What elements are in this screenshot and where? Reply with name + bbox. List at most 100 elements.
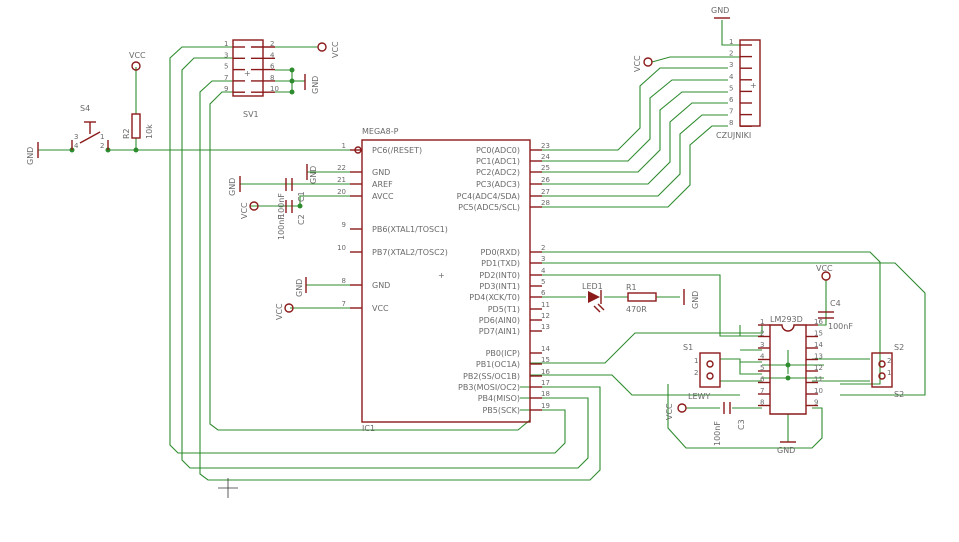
ic1-pin-label: PD5(T1)	[488, 305, 520, 314]
sv1-pin-number: 8	[270, 74, 274, 82]
ic1-pin-number: 19	[541, 402, 550, 410]
c2-name: C2	[297, 214, 306, 225]
s1-name: S1	[683, 343, 693, 352]
sv1-pin-number: 1	[224, 40, 228, 48]
led1: LED1	[582, 282, 605, 313]
svg-text:VCC: VCC	[633, 55, 642, 72]
c3-name: C3	[737, 419, 746, 430]
r2-name: R2	[122, 128, 131, 139]
czujniki-name: CZUJNIKI	[716, 131, 751, 140]
ic1-pin-label: PD6(AIN0)	[479, 316, 520, 325]
ic1-pin-label: PB5(SCK)	[482, 406, 520, 415]
ic1-body	[361, 139, 531, 423]
ic1-pin-number: 27	[541, 188, 550, 196]
ic1-pin-label: AVCC	[372, 192, 394, 201]
ic1-pin-label: PD1(TXD)	[481, 259, 520, 268]
czujniki-pin-number: 6	[729, 96, 734, 104]
ic1-pin-number: 5	[541, 278, 545, 286]
s1-body	[699, 352, 721, 388]
lm293d-pin-number: 3	[760, 341, 764, 349]
vcc-symbol	[821, 271, 831, 281]
svg-text:GND: GND	[26, 147, 35, 165]
vcc-symbol	[284, 303, 294, 313]
ic1-pin-number: 28	[541, 199, 550, 207]
svg-text:VCC: VCC	[816, 264, 833, 273]
vcc-symbol	[643, 57, 653, 67]
sv1-pin-number: 3	[224, 51, 228, 59]
sv1-pin-number: 10	[270, 85, 279, 93]
ic1-pin-number: 2	[541, 244, 545, 252]
ic1-origin: +	[438, 271, 445, 280]
c2: C2 100nF	[277, 200, 306, 240]
ic1-name: IC1	[362, 424, 375, 433]
lm293d-pin-number: 16	[814, 318, 823, 326]
r1: R1 470R	[626, 283, 657, 314]
vcc-symbol	[131, 61, 141, 71]
sv1-pin-number: 2	[270, 40, 274, 48]
wire-pd0	[530, 251, 881, 385]
svg-text:3: 3	[74, 133, 78, 141]
svg-text:2: 2	[100, 142, 104, 150]
ic1-pin-number: 25	[541, 164, 550, 172]
ic1-pin-number: 17	[541, 379, 550, 387]
c1-name: C1	[297, 191, 306, 202]
vcc-symbol	[249, 201, 259, 211]
ic1-pin-number: 14	[541, 345, 550, 353]
c3-value: 100nF	[713, 421, 722, 446]
wire-pb2	[530, 374, 740, 396]
svg-text:VCC: VCC	[129, 51, 146, 60]
svg-text:GND: GND	[711, 6, 729, 15]
ic1-pin-label: PB1(OC1A)	[476, 360, 520, 369]
r1-name: R1	[626, 283, 637, 292]
svg-text:GND: GND	[309, 166, 318, 184]
lm293d-pin-number: 13	[814, 353, 823, 361]
svg-text:4: 4	[74, 142, 79, 150]
sv1-pin-number: 9	[224, 85, 228, 93]
ic1-pin-number: 15	[541, 356, 550, 364]
wire-sv1-pin1	[169, 46, 566, 454]
power-symbols: VCC VCC GND GND GND GND VCC GND VCC GND …	[26, 6, 833, 455]
wire-sv1-pin3	[181, 57, 589, 469]
wire-sv1-pin7	[199, 80, 601, 481]
wire-pb1	[530, 325, 763, 364]
sv1-name: SV1	[243, 110, 259, 119]
lm293d-pin-number: 11	[814, 376, 823, 384]
ic1-pin-label: PC6(/RESET)	[372, 146, 422, 155]
wires	[38, 20, 926, 481]
ic1-pin-label: PB4(MISO)	[478, 394, 520, 403]
ic1-pin-number: 4	[541, 267, 546, 275]
lm293d-body	[769, 324, 807, 415]
wire-czujniki-gnd	[721, 20, 740, 46]
s2: S2 S2 2 1	[871, 343, 904, 399]
led1-name: LED1	[582, 282, 603, 291]
r1-value: 470R	[626, 305, 647, 314]
s2-body	[871, 352, 893, 388]
ic1-pin-number: 13	[541, 323, 550, 331]
wire-czujniki-vcc	[651, 56, 740, 63]
lm293d-pin-number: 7	[760, 387, 764, 395]
lm293d-pin-number: 6	[760, 376, 765, 384]
ic1-pin-label: PB3(MOSI/OC2)	[458, 383, 520, 392]
r1-body	[627, 292, 657, 302]
vcc-symbol	[677, 403, 687, 413]
svg-text:1: 1	[887, 369, 891, 377]
ic1-pin-label: PD2(INT0)	[479, 271, 520, 280]
svg-text:+: +	[750, 81, 757, 90]
czujniki-pin-number: 7	[729, 108, 733, 116]
svg-text:VCC: VCC	[240, 202, 249, 219]
ic1-pin-label: PD7(AIN1)	[479, 327, 520, 336]
ic1-value: MEGA8-P	[362, 127, 399, 136]
lm293d-pin-number: 1	[760, 318, 764, 326]
ic1-pin-label: PC2(ADC2)	[476, 168, 520, 177]
ic1-pin-label: PC3(ADC3)	[476, 180, 520, 189]
s1: S1 1 2	[683, 343, 721, 388]
lm293d-pin-number: 8	[760, 399, 764, 407]
ic1-pin-number: 12	[541, 312, 550, 320]
ic1-pin-label: PC5(ADC5/SCL)	[458, 203, 520, 212]
lm293d-pin-number: 5	[760, 364, 764, 372]
